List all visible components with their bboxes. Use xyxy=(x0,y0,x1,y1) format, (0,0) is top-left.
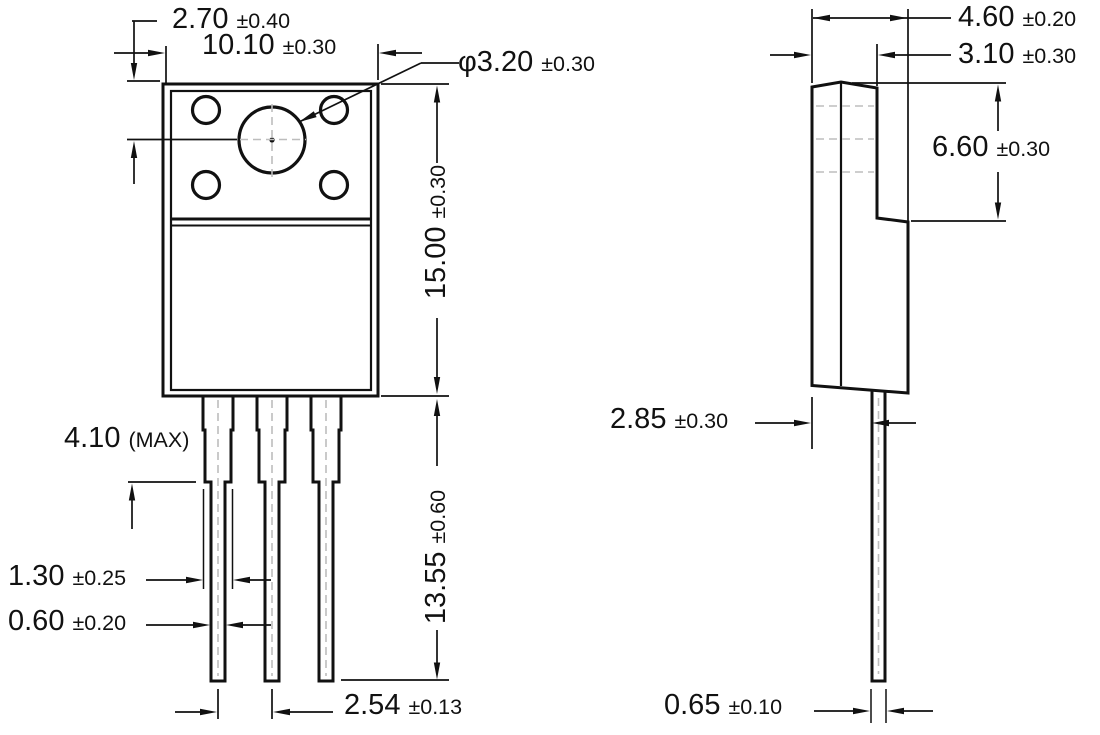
hole-centerlines xyxy=(240,104,306,177)
corner-hole xyxy=(318,169,350,201)
lead-1 xyxy=(201,394,235,683)
dim-label-lead-length: 13.55±0.60 xyxy=(420,489,452,625)
dim-label-lead-pitch: 2.54±0.13 xyxy=(344,689,463,721)
dim-label-shoulder-width: 1.30±0.25 xyxy=(8,560,127,592)
side-view-outline xyxy=(810,80,910,395)
dim-label-overall-thickness: 4.60±0.20 xyxy=(958,1,1077,33)
corner-hole xyxy=(190,94,222,126)
dim-label-body-width: 10.10±0.30 xyxy=(202,29,337,61)
dim-label-back-to-lead: 2.85±0.30 xyxy=(610,403,729,435)
front-view-outline xyxy=(161,82,380,398)
corner-hole xyxy=(318,94,350,126)
dim-label-body-thickness: 3.10±0.30 xyxy=(958,38,1077,70)
lead-centerlines xyxy=(217,400,327,676)
side-view-dimension-lines xyxy=(755,9,1006,723)
dim-label-tab-height: 6.60±0.30 xyxy=(932,131,1051,163)
hidden-hole-lines xyxy=(816,105,874,173)
front-view-dimension-lines xyxy=(114,20,459,719)
dim-label-hole-diameter: φ3.20±0.30 xyxy=(458,46,595,78)
dim-label-body-height: 15.00±0.30 xyxy=(420,164,452,300)
lead-3 xyxy=(309,394,343,683)
front-view-holes xyxy=(190,94,350,201)
side-view-lead xyxy=(870,390,887,683)
dim-label-lead-width: 0.60±0.20 xyxy=(8,605,127,637)
dim-label-hole-to-top: 2.70±0.40 xyxy=(172,3,291,35)
corner-hole xyxy=(190,169,222,201)
front-view-leads xyxy=(201,394,343,683)
dim-label-lead-thickness: 0.65±0.10 xyxy=(664,689,783,721)
dim-label-shoulder-length: 4.10(MAX) xyxy=(64,422,190,454)
lead-2 xyxy=(255,394,289,683)
